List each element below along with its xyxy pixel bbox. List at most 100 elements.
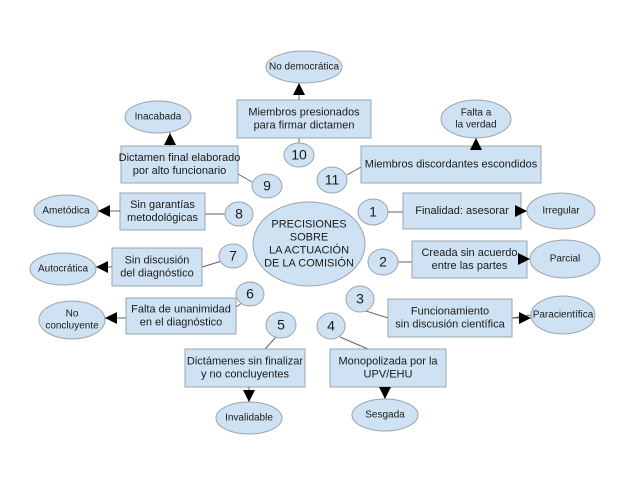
conclusion-text: concluyente (45, 321, 99, 332)
conclusion-ellipse (265, 50, 343, 84)
statement-box (402, 192, 522, 230)
statement-box (120, 145, 239, 184)
statement-text: Creada sin acuerdo (421, 247, 517, 259)
conclusion-text: Irregular (542, 206, 580, 217)
arrowhead-icon (519, 312, 531, 324)
number-bubble (251, 173, 283, 199)
statement-box (411, 240, 528, 279)
central-topic-text: DE LA COMISIÓN (264, 256, 354, 269)
statement-text: Monopolizada por la (338, 355, 438, 367)
conclusion-text: Sesgada (365, 410, 405, 421)
statement-text: sin discusión científica (395, 318, 505, 330)
statement-box (387, 298, 513, 338)
central-topic-text: SOBRE (290, 231, 329, 243)
statement-text: UPV/EHU (364, 368, 413, 380)
number-bubble (316, 166, 348, 194)
number-label: 6 (246, 286, 254, 302)
connector-line (237, 173, 253, 183)
conclusion-ellipse (29, 252, 97, 286)
connector-line (339, 336, 369, 350)
statement-box (125, 297, 237, 335)
central-topic-text: PRECISIONES (271, 218, 346, 230)
number-label: 3 (356, 291, 364, 307)
statement-text: Falta de unanimidad (131, 303, 231, 315)
number-label: 8 (235, 206, 243, 222)
number-label: 2 (379, 254, 387, 270)
statement-text: por alto funcionario (133, 165, 227, 177)
number-bubble (367, 248, 399, 276)
statement-box (236, 99, 372, 139)
conclusion-text: No democrática (269, 62, 339, 73)
central-topic-text: LA ACTUACIÓN (269, 243, 349, 256)
number-label: 11 (325, 172, 340, 188)
conclusion-text: Paracientífica (533, 310, 594, 321)
arrowhead-icon (518, 253, 530, 265)
statement-text: y no concluyentes (201, 368, 290, 380)
conclusion-text: No (66, 309, 79, 320)
statement-text: Dictámenes sin finalizar (187, 355, 303, 367)
arrowhead-icon (243, 390, 255, 402)
number-bubble (218, 243, 248, 269)
conclusion-text: Inacabada (135, 112, 182, 123)
arrowhead-icon (293, 83, 305, 95)
number-label: 9 (263, 178, 271, 194)
conclusion-text: Invalidable (225, 413, 273, 424)
statement-box (360, 145, 542, 184)
statement-text: metodológicas (127, 212, 198, 224)
number-label: 10 (291, 147, 307, 163)
statement-text: para firmar dictamen (254, 119, 355, 131)
statement-text: en el diagnóstico (140, 316, 223, 328)
number-bubble (357, 198, 389, 226)
conclusion-text: Falta a (461, 108, 492, 119)
statement-text: entre las partes (432, 260, 508, 272)
number-bubble (345, 285, 375, 313)
number-bubble (316, 312, 346, 340)
statement-text: Sin discusión (125, 254, 190, 266)
connector-line (201, 260, 223, 268)
connector-line (346, 166, 362, 176)
number-label: 7 (229, 248, 237, 264)
conclusion-text: Parcial (550, 254, 581, 265)
arrowhead-icon (379, 387, 391, 399)
number-bubble (224, 201, 254, 227)
statement-box (184, 348, 306, 388)
statement-text: Funcionamiento (411, 305, 489, 317)
arrowhead-icon (98, 205, 110, 217)
statement-text: Finalidad: asesorar (415, 205, 509, 217)
conclusion-text: la verdad (455, 120, 496, 131)
statement-text: Miembros presionados (248, 106, 360, 118)
number-label: 5 (277, 317, 285, 333)
conclusion-text: Autocrática (38, 264, 88, 275)
statement-box (329, 348, 447, 388)
connector-line (365, 310, 389, 319)
statement-text: del diagnóstico (120, 267, 193, 279)
arrowhead-icon (164, 133, 176, 145)
arrowhead-icon (515, 205, 527, 217)
connector-line (264, 336, 277, 350)
arrowhead-icon (470, 138, 482, 150)
arrowhead-icon (96, 261, 108, 273)
arrowhead-icon (105, 312, 117, 324)
conclusion-ellipse (124, 100, 192, 134)
number-label: 1 (369, 204, 377, 220)
number-bubble (235, 281, 265, 307)
conclusion-ellipse (38, 300, 106, 340)
number-label: 4 (327, 318, 335, 334)
conclusion-text: Ametódica (42, 206, 90, 217)
central-ellipse (252, 201, 366, 287)
statement-text: Sin garantías (130, 199, 195, 211)
branch-1: 1 Finalidad: asesorar Irregular (357, 192, 596, 230)
conclusion-ellipse (530, 295, 596, 335)
number-bubble (283, 142, 315, 168)
statement-text: Dictamen final elaborado (119, 152, 241, 164)
